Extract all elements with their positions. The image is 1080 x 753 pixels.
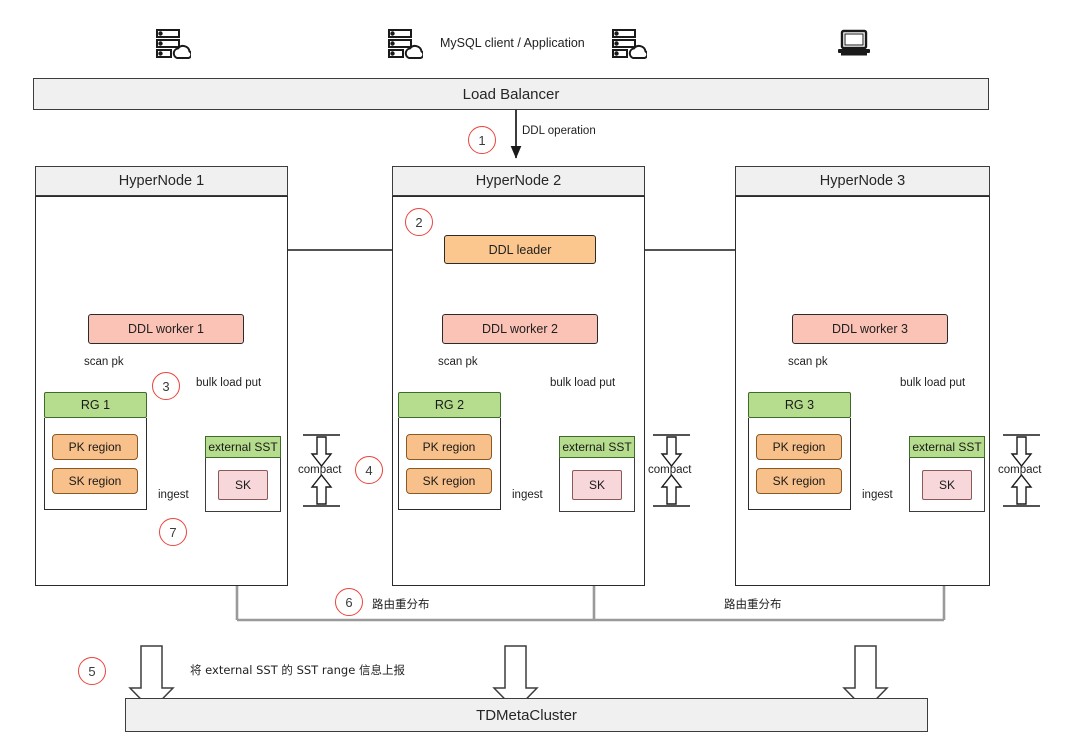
sk-box-3[interactable]: SK — [922, 469, 972, 500]
edge-label-bulk-load-put-2: bulk load put — [550, 377, 616, 389]
step-number: 7 — [169, 524, 177, 540]
step-marker-7: 7 — [159, 518, 187, 546]
external-sst-label: external SST — [912, 440, 982, 454]
edge-label-compact-1: compact — [298, 464, 342, 476]
edge-label-bulk-load-put-3: bulk load put — [900, 377, 966, 389]
pk-region-3[interactable]: PK region — [756, 434, 842, 460]
pk-region-2[interactable]: PK region — [406, 434, 492, 460]
edge-label-scan-pk-3: scan pk — [788, 356, 828, 368]
sk-region-2[interactable]: SK region — [406, 468, 492, 494]
ddl-worker-3-label: DDL worker 3 — [832, 322, 908, 336]
server-cloud-icon — [382, 24, 426, 64]
edge-label-scan-pk-2: scan pk — [438, 356, 478, 368]
edge-label-route-redistribute-right: 路由重分布 — [724, 597, 782, 611]
sk-label: SK — [938, 477, 955, 492]
step-marker-2: 2 — [405, 208, 433, 236]
ddl-worker-1-label: DDL worker 1 — [128, 322, 204, 336]
pk-region-1[interactable]: PK region — [52, 434, 138, 460]
edge-label-ddl-operation: DDL operation — [522, 125, 596, 137]
load-balancer-label: Load Balancer — [462, 85, 560, 103]
external-sst-2-header: external SST — [559, 436, 635, 458]
sk-region-1[interactable]: SK region — [52, 468, 138, 494]
ddl-worker-2-box[interactable]: DDL worker 2 — [442, 314, 598, 344]
step-number: 3 — [162, 378, 170, 394]
pk-region-label: PK region — [68, 440, 122, 454]
sk-region-3[interactable]: SK region — [756, 468, 842, 494]
step-number: 1 — [478, 132, 486, 148]
hypernode-2-header: HyperNode 2 — [392, 166, 645, 196]
hypernode-1-header: HyperNode 1 — [35, 166, 288, 196]
clients-label: MySQL client / Application — [440, 36, 585, 50]
external-sst-1-header: external SST — [205, 436, 281, 458]
pk-region-label: PK region — [772, 440, 826, 454]
step-number: 5 — [88, 663, 96, 679]
rg-1-body — [44, 418, 147, 510]
server-cloud-icon — [150, 24, 194, 64]
ddl-worker-3-box[interactable]: DDL worker 3 — [792, 314, 948, 344]
hypernode-3-title: HyperNode 3 — [819, 173, 906, 189]
sk-region-label: SK region — [772, 474, 826, 488]
step-number: 2 — [415, 214, 423, 230]
sk-region-label: SK region — [422, 474, 476, 488]
step-marker-6: 6 — [335, 588, 363, 616]
external-sst-1-body: SK — [205, 458, 281, 512]
sk-label: SK — [234, 477, 251, 492]
rg-1-label: RG 1 — [80, 398, 111, 412]
sk-box-2[interactable]: SK — [572, 469, 622, 500]
step-number: 4 — [365, 462, 373, 478]
tdmetacluster-label: TDMetaCluster — [476, 706, 577, 724]
rg-1-header: RG 1 — [44, 392, 147, 418]
load-balancer-bar[interactable]: Load Balancer — [33, 78, 989, 110]
edge-label-ingest-3: ingest — [862, 489, 893, 501]
external-sst-3-header: external SST — [909, 436, 985, 458]
edge-label-ingest-2: ingest — [512, 489, 543, 501]
edge-label-report-sst-range: 将 external SST 的 SST range 信息上报 — [190, 663, 405, 677]
step-marker-1: 1 — [468, 126, 496, 154]
external-sst-label: external SST — [208, 440, 278, 454]
external-sst-label: external SST — [562, 440, 632, 454]
hypernode-3-panel — [735, 196, 990, 586]
hypernode-1-title: HyperNode 1 — [118, 173, 205, 189]
server-cloud-icon — [606, 24, 650, 64]
rg-3-label: RG 3 — [784, 398, 815, 412]
edge-label-compact-3: compact — [998, 464, 1042, 476]
step-marker-3: 3 — [152, 372, 180, 400]
tdmetacluster-bar[interactable]: TDMetaCluster — [125, 698, 928, 732]
hypernode-2-title: HyperNode 2 — [475, 173, 562, 189]
ddl-worker-1-box[interactable]: DDL worker 1 — [88, 314, 244, 344]
ddl-leader-label: DDL leader — [488, 242, 552, 257]
rg-2-body — [398, 418, 501, 510]
hypernode-3-header: HyperNode 3 — [735, 166, 990, 196]
step-marker-5: 5 — [78, 657, 106, 685]
ddl-worker-2-label: DDL worker 2 — [482, 322, 558, 336]
edge-label-route-redistribute-left: 路由重分布 — [372, 597, 430, 611]
edge-label-scan-pk-1: scan pk — [84, 356, 124, 368]
rg-3-header: RG 3 — [748, 392, 851, 418]
edge-label-compact-2: compact — [648, 464, 692, 476]
step-marker-4: 4 — [355, 456, 383, 484]
sk-label: SK — [588, 477, 605, 492]
rg-2-header: RG 2 — [398, 392, 501, 418]
external-sst-3-body: SK — [909, 458, 985, 512]
ddl-leader-box[interactable]: DDL leader — [444, 235, 596, 264]
step-number: 6 — [345, 594, 353, 610]
sk-region-label: SK region — [68, 474, 122, 488]
laptop-icon — [832, 24, 876, 64]
edge-label-bulk-load-put-1: bulk load put — [196, 377, 262, 389]
sk-box-1[interactable]: SK — [218, 469, 268, 500]
rg-2-label: RG 2 — [434, 398, 465, 412]
rg-3-body — [748, 418, 851, 510]
external-sst-2-body: SK — [559, 458, 635, 512]
pk-region-label: PK region — [422, 440, 476, 454]
edge-label-ingest-1: ingest — [158, 489, 189, 501]
